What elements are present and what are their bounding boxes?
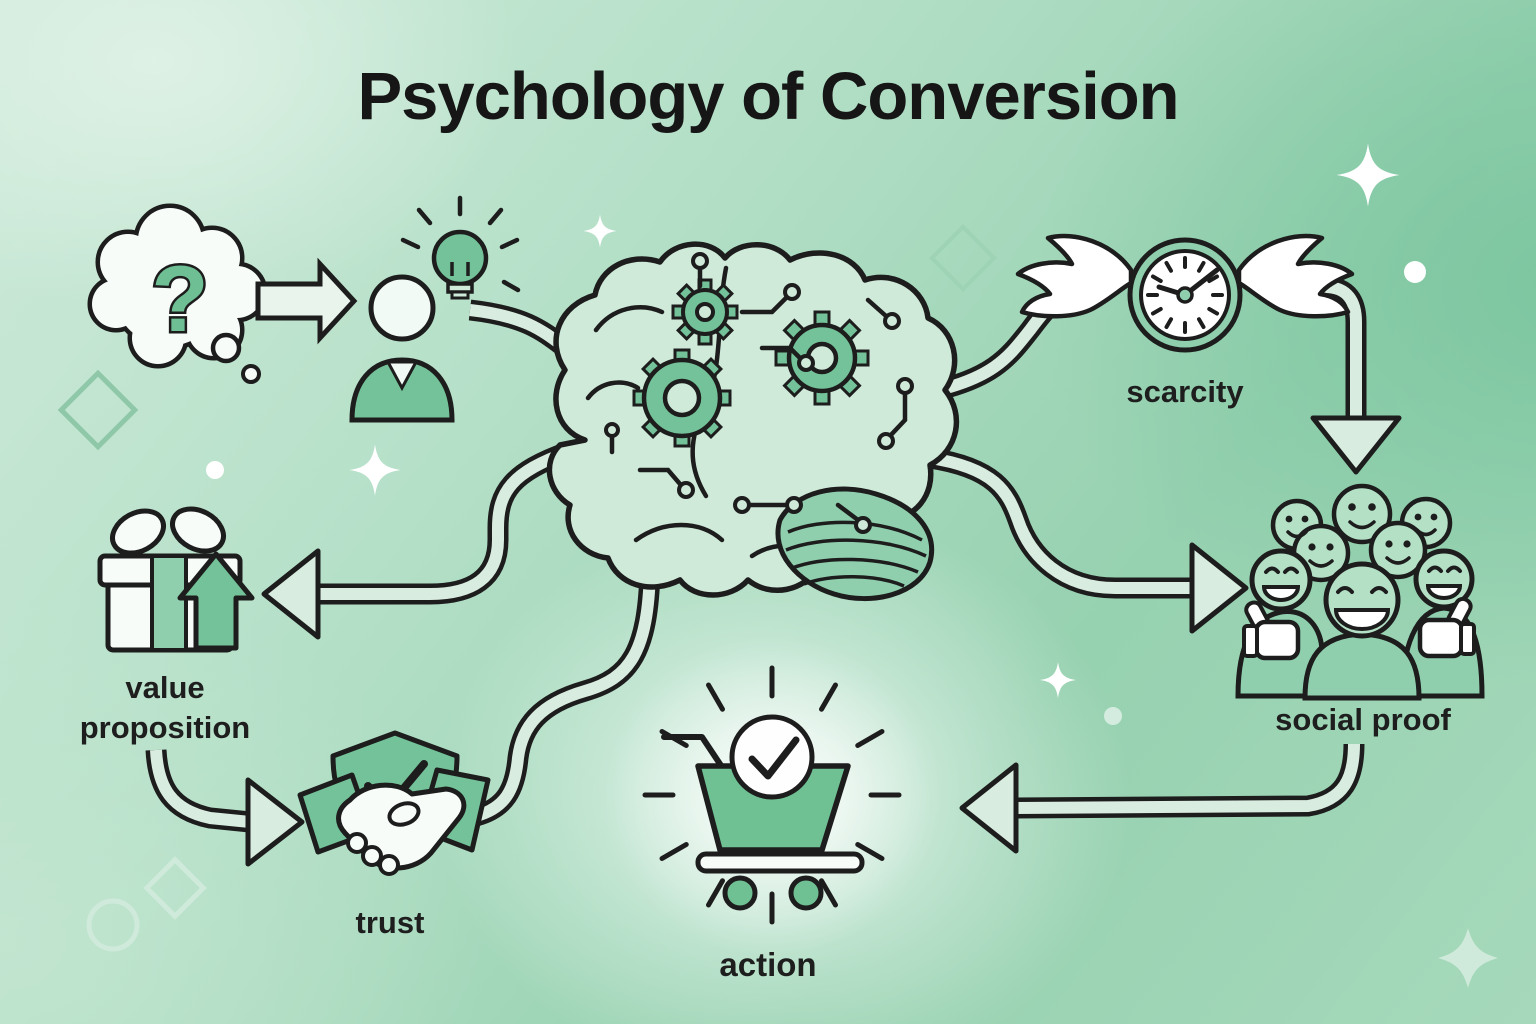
winged-clock-icon — [1015, 233, 1355, 353]
sparkle-icon — [1336, 143, 1400, 207]
connector-social-to-action — [959, 743, 1365, 854]
sparkle-icon — [583, 214, 617, 248]
label-action: action — [719, 946, 817, 983]
diamond-decoration — [143, 856, 207, 920]
person-head — [368, 274, 436, 342]
dot-decoration — [1404, 261, 1426, 283]
gear-icon — [632, 348, 732, 448]
circle-decoration — [86, 898, 140, 952]
gear-icon — [671, 278, 739, 346]
shopping-cart-check-icon — [642, 665, 902, 925]
brain-gears-circuit-icon — [546, 241, 960, 602]
label-value-proposition: value proposition — [79, 670, 251, 745]
label-social-proof: social proof — [1275, 702, 1451, 737]
gear-icon — [774, 310, 870, 406]
connector-mind-to-value — [261, 442, 572, 640]
label-trust: trust — [355, 905, 425, 940]
background-decorations — [57, 143, 1498, 988]
connector-value-to-trust — [145, 749, 305, 867]
sparkle-icon — [1438, 928, 1498, 988]
smiling-crowd-thumbs-up-icon — [1235, 483, 1485, 701]
thumbs-up-icon — [1417, 596, 1476, 659]
lightbulb-icon — [400, 195, 521, 300]
thumbs-up-icon — [1242, 600, 1301, 661]
check-mark — [748, 736, 800, 780]
label-scarcity: scarcity — [1126, 374, 1244, 409]
gift-box-up-arrow-icon — [97, 506, 255, 653]
sparkle-icon — [349, 444, 401, 496]
up-arrow — [177, 551, 255, 651]
handshake-shield-check-icon — [297, 730, 491, 876]
sparkle-icon — [1040, 662, 1076, 698]
cerebellum — [775, 486, 934, 602]
block-arrow-right-icon — [255, 257, 358, 345]
diamond-decoration — [57, 369, 139, 451]
connector-mind-to-social — [928, 447, 1249, 634]
dot-decoration — [1104, 707, 1122, 725]
person-idea-lightbulb-icon — [349, 195, 521, 423]
page-title: Psychology of Conversion — [357, 59, 1179, 134]
thought-bubble-question-icon: ? — [87, 203, 268, 384]
connector-mind-to-trust — [472, 569, 661, 827]
question-mark-glyph: ? — [151, 246, 208, 351]
person-collar — [385, 360, 419, 392]
diamond-decoration — [929, 224, 997, 292]
dot-decoration — [206, 461, 224, 479]
